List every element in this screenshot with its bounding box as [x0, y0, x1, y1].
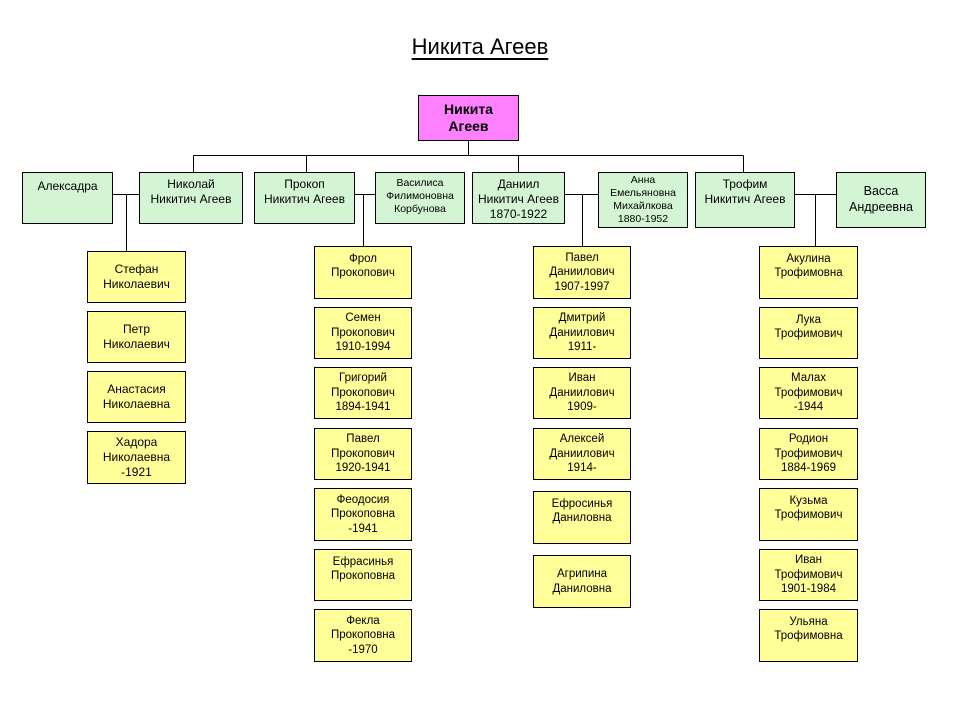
- chart-title: Никита Агеев: [411, 34, 549, 59]
- grandchild-box: Семен Прокопович 1910-1994: [314, 307, 412, 359]
- grandchild-box: Хадора Николаевна -1921: [87, 431, 186, 484]
- grandchild-box: Григорий Прокопович 1894-1941: [314, 367, 412, 419]
- grandchild-box: Иван Трофимович 1901-1984: [759, 549, 858, 601]
- grandchild-box: Родион Трофимович 1884-1969: [759, 428, 858, 480]
- grandchild-box: Стефан Николаевич: [87, 251, 186, 303]
- grandchild-box: Феодосия Прокоповна -1941: [314, 488, 412, 541]
- grandchild-box: Акулина Трофимовна: [759, 246, 858, 299]
- grandchild-box: Павел Прокопович 1920-1941: [314, 428, 412, 480]
- son-box-nikolay: Николай Никитич Агеев: [139, 172, 243, 224]
- root-person-box: Никита Агеев: [418, 95, 519, 141]
- son-box-trofim: Трофим Никитич Агеев: [695, 172, 795, 228]
- grandchild-box: Павел Даниилович 1907-1997: [533, 246, 631, 299]
- son-box-daniil: Даниил Никитич Агеев 1870-1922: [472, 172, 565, 224]
- son-box-prokop: Прокоп Никитич Агеев: [254, 172, 355, 224]
- grandchild-box: Иван Даниилович 1909-: [533, 367, 631, 419]
- spouse-box-aleksadra: Алексадра: [22, 172, 113, 224]
- grandchild-box: Фекла Прокоповна -1970: [314, 609, 412, 662]
- grandchild-box: Лука Трофимович: [759, 307, 858, 359]
- spouse-box-vasilisa: Василиса Филимоновна Корбунова: [375, 172, 465, 224]
- grandchild-box: Фрол Прокопович: [314, 246, 412, 299]
- grandchild-box: Алексей Даниилович 1914-: [533, 428, 631, 480]
- grandchild-box: Ефрасинья Прокоповна: [314, 549, 412, 601]
- grandchild-box: Агрипина Даниловна: [533, 555, 631, 608]
- grandchild-box: Малах Трофимович -1944: [759, 367, 858, 419]
- grandchild-box: Ульяна Трофимовна: [759, 609, 858, 662]
- grandchild-box: Петр Николаевич: [87, 311, 186, 363]
- spouse-box-vassa: Васса Андреевна: [836, 172, 926, 228]
- grandchild-box: Ефросинья Даниловна: [533, 491, 631, 544]
- grandchild-box: Дмитрий Даниилович 1911-: [533, 307, 631, 359]
- grandchild-box: Анастасия Николаевна: [87, 371, 186, 423]
- spouse-box-anna: Анна Емельяновна Михайлкова 1880-1952: [598, 172, 688, 228]
- grandchild-box: Кузьма Трофимович: [759, 488, 858, 541]
